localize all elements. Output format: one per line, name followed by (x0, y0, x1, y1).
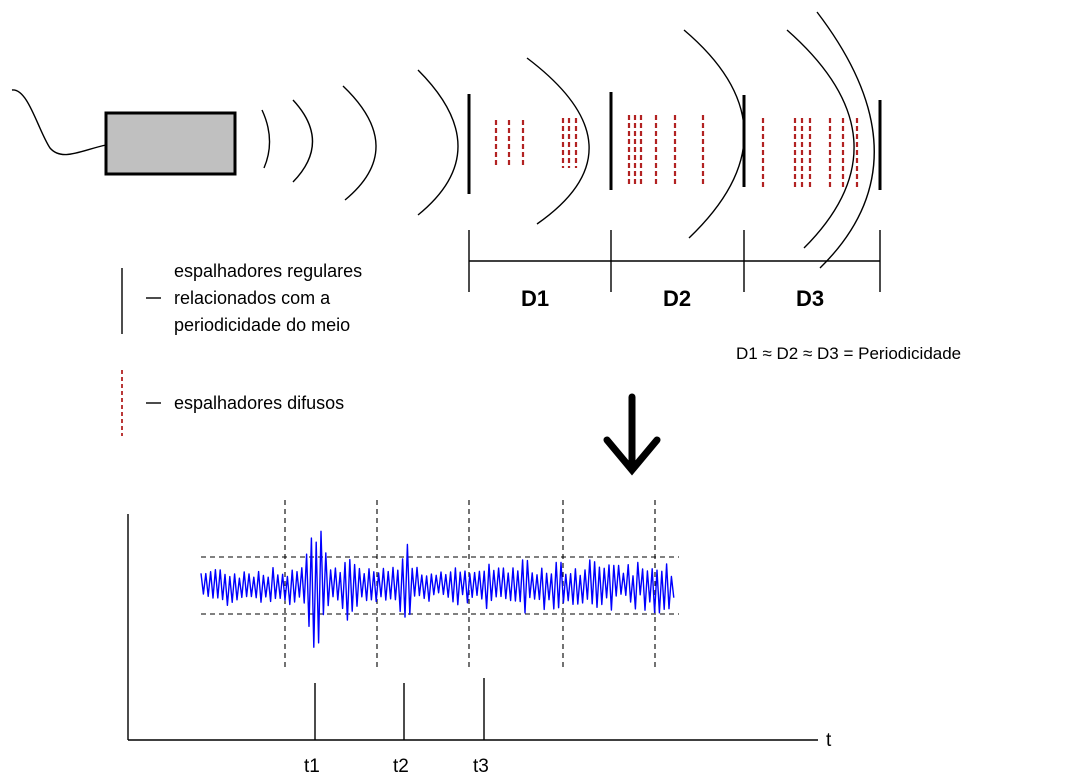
wavefront-1 (261, 109, 271, 169)
wavefront-4 (417, 69, 459, 216)
time-label-t2: t2 (393, 756, 409, 777)
wavefront-5 (526, 57, 590, 225)
wavefront-2 (292, 99, 314, 183)
wavefront-6 (683, 29, 745, 239)
x-axis-label: t (826, 730, 832, 751)
segment-label-d1: D1 (521, 286, 549, 311)
legend-regular-line-1: espalhadores regulares (174, 261, 362, 281)
time-markers (314, 678, 485, 740)
diffuse-scatterers (494, 115, 859, 190)
signal-trace (200, 530, 675, 648)
segment-label-d3: D3 (796, 286, 824, 311)
wavefronts (261, 11, 875, 269)
periodicity-formula: D1 ≈ D2 ≈ D3 = Periodicidade (736, 344, 961, 363)
wavefront-7 (786, 29, 855, 249)
transducer-cable (11, 89, 107, 156)
legend: espalhadores regulares relacionados com … (121, 261, 362, 436)
legend-regular-line-2: relacionados com a (174, 288, 331, 308)
regular-scatterers (467, 92, 882, 194)
dimension-line (468, 230, 881, 292)
signal-axes (127, 514, 818, 741)
time-label-t3: t3 (473, 756, 489, 777)
time-label-t1: t1 (304, 756, 320, 777)
transducer-box (104, 111, 237, 176)
wavefront-8 (816, 11, 875, 269)
legend-diffuse-label: espalhadores difusos (174, 393, 344, 413)
segment-label-d2: D2 (663, 286, 691, 311)
down-arrow-icon (603, 393, 661, 476)
legend-regular-line-3: periodicidade do meio (174, 315, 350, 335)
wavefront-3 (342, 85, 377, 201)
